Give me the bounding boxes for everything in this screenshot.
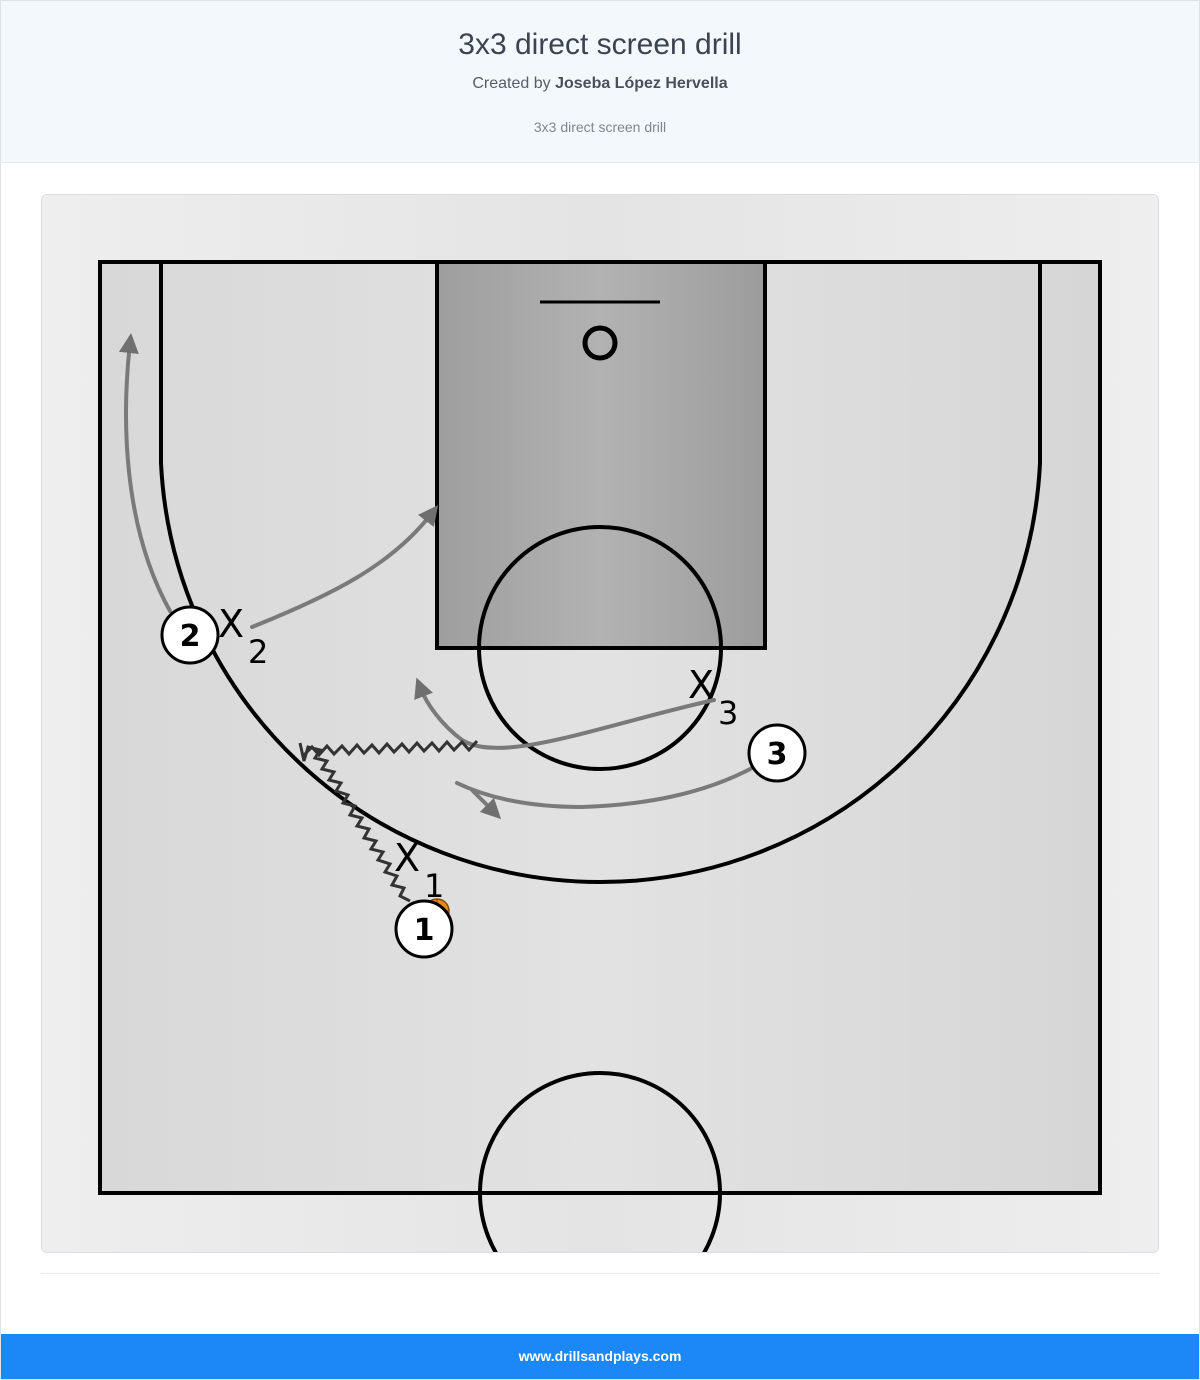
court-lines bbox=[98, 260, 1102, 1252]
defender-1: X 1 bbox=[394, 836, 444, 905]
defender-2: X 2 bbox=[218, 602, 268, 671]
site-link[interactable]: www.drillsandplays.com bbox=[518, 1348, 682, 1364]
site-footer: www.drillsandplays.com bbox=[1, 1334, 1199, 1379]
key-outline bbox=[435, 260, 767, 650]
offense-players: 1 2 3 bbox=[160, 605, 807, 959]
court-svg: 1 2 3 X 1 X 2 X 3 bbox=[42, 195, 1158, 1252]
offense-player-1: 1 bbox=[394, 899, 454, 959]
dribble-arrow-head bbox=[470, 788, 502, 820]
defender-3-arrow bbox=[414, 677, 716, 750]
defense-players: X 1 X 2 X 3 bbox=[218, 602, 738, 905]
three-point-line bbox=[159, 262, 1042, 884]
author-name: Joseba López Hervella bbox=[555, 75, 728, 92]
defender-2-help-arrow bbox=[250, 505, 439, 629]
dribble-paths bbox=[298, 739, 479, 903]
player-2-label: 2 bbox=[180, 619, 201, 654]
content-divider bbox=[41, 1273, 1159, 1274]
defender-3-number: 3 bbox=[718, 694, 738, 732]
defender-1-mark: X bbox=[394, 836, 420, 880]
dribble-to-screen bbox=[298, 742, 411, 903]
defender-2-number: 2 bbox=[248, 633, 268, 671]
page-title: 3x3 direct screen drill bbox=[458, 28, 742, 61]
drill-header: 3x3 direct screen drill Created by Joseb… bbox=[1, 1, 1199, 163]
center-circle bbox=[478, 1071, 722, 1252]
movement-paths bbox=[118, 333, 756, 810]
player-3-cut-arrow bbox=[455, 765, 756, 810]
defender-2-mark: X bbox=[218, 602, 244, 646]
player-1-label: 1 bbox=[414, 913, 435, 948]
defender-3-mark: X bbox=[688, 663, 714, 707]
player-2-circle bbox=[160, 605, 220, 665]
free-throw-circle bbox=[477, 525, 723, 771]
player-2-cut-arrow bbox=[118, 333, 172, 613]
court-diagram: 1 2 3 X 1 X 2 X 3 bbox=[41, 194, 1159, 1253]
defender-1-number: 1 bbox=[424, 867, 444, 905]
offense-player-3: 3 bbox=[747, 723, 807, 783]
defender-3: X 3 bbox=[688, 663, 738, 732]
player-1-circle bbox=[394, 899, 454, 959]
offense-player-2: 2 bbox=[160, 605, 220, 665]
player-3-circle bbox=[747, 723, 807, 783]
rim bbox=[582, 325, 618, 361]
drill-description: 3x3 direct screen drill bbox=[533, 119, 667, 135]
dribble-off-screen bbox=[302, 739, 479, 758]
player-3-label: 3 bbox=[767, 737, 788, 772]
author-line: Created by Joseba López Hervella bbox=[1, 74, 1199, 94]
created-by-label: Created by bbox=[472, 75, 551, 92]
paint-area bbox=[437, 262, 765, 648]
